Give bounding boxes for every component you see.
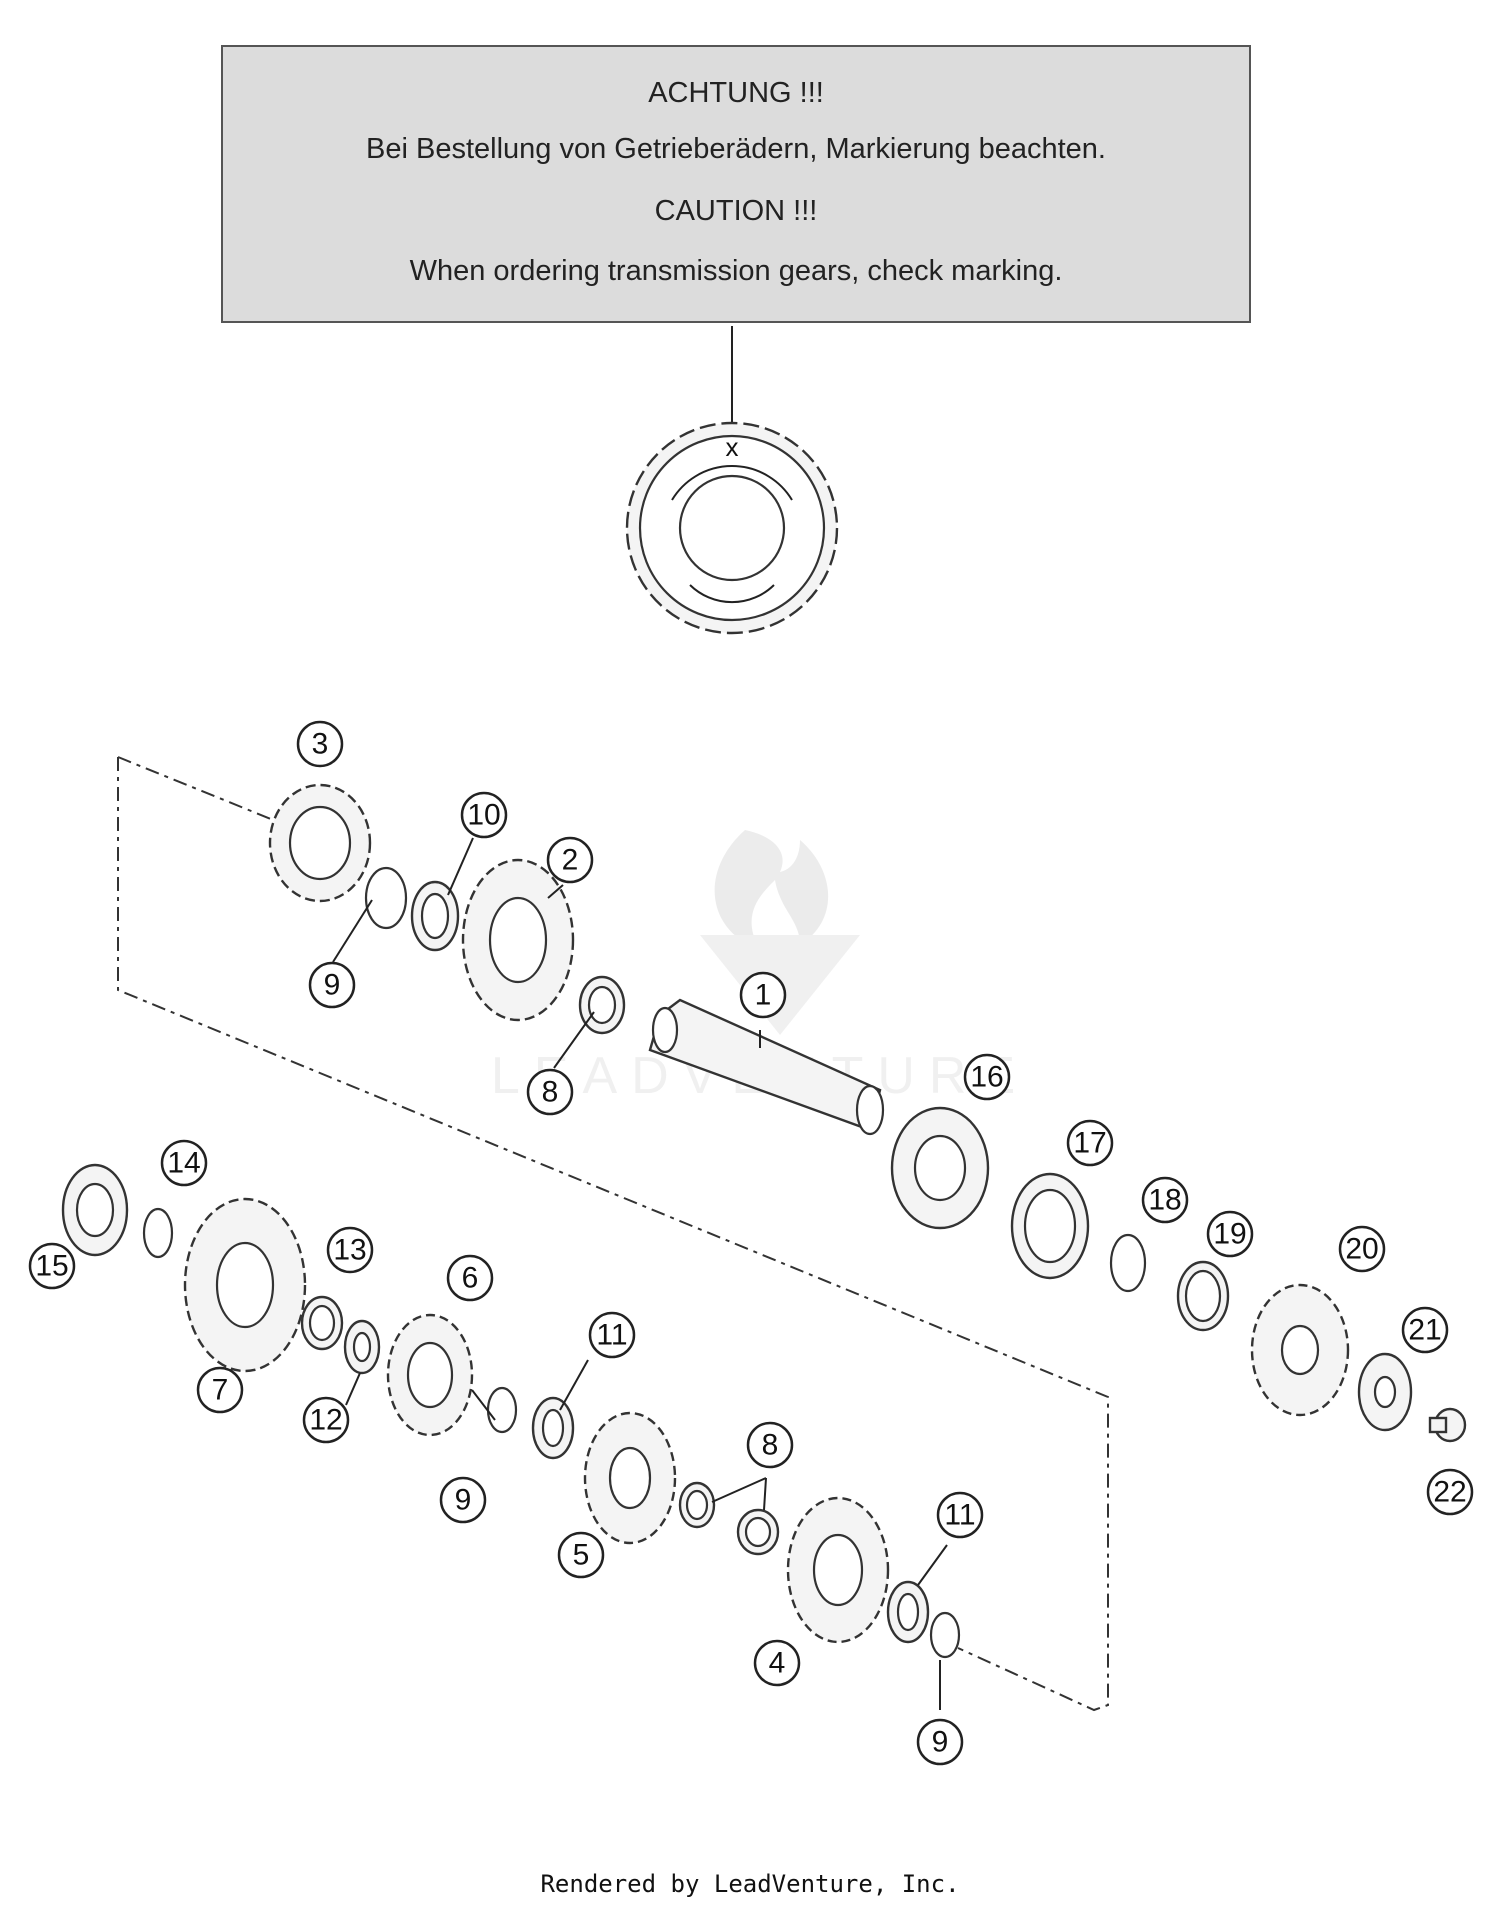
circlip-9-middle [486, 1386, 518, 1434]
callout-11-left: 11 [588, 1311, 636, 1359]
washer-14 [142, 1207, 174, 1259]
callout-9-bottom: 9 [916, 1718, 964, 1766]
washer-11-left [531, 1396, 575, 1460]
bushing-8-top [578, 975, 626, 1035]
callout-2: 2 [546, 836, 594, 884]
seal-17 [1010, 1172, 1090, 1280]
callout-3: 3 [296, 720, 344, 768]
bearing-16 [890, 1106, 990, 1230]
callout-20: 20 [1338, 1225, 1386, 1273]
bolt-22 [1428, 1407, 1467, 1443]
callout-21: 21 [1401, 1306, 1449, 1354]
svg-text:10: 10 [467, 799, 500, 832]
svg-text:4: 4 [769, 1647, 786, 1680]
bearing-15 [61, 1163, 129, 1257]
gear-3 [268, 783, 372, 903]
callout-6: 6 [446, 1254, 494, 1302]
callout-17: 17 [1066, 1119, 1114, 1167]
svg-text:17: 17 [1073, 1127, 1106, 1160]
callout-12: 12 [302, 1396, 350, 1444]
gear-4 [786, 1496, 890, 1644]
assembly-outline [117, 757, 1109, 1712]
gear-5 [583, 1411, 677, 1545]
gear-7 [183, 1197, 307, 1373]
svg-text:11: 11 [944, 1499, 975, 1532]
gear-marking: x [726, 432, 739, 462]
svg-text:8: 8 [542, 1076, 559, 1109]
callout-19: 19 [1206, 1210, 1254, 1258]
callout-22: 22 [1426, 1468, 1474, 1516]
svg-text:19: 19 [1213, 1218, 1246, 1251]
svg-text:9: 9 [455, 1484, 472, 1517]
callout-11-right: 11 [936, 1491, 984, 1539]
svg-text:2: 2 [562, 844, 579, 877]
washer-21 [1357, 1352, 1413, 1432]
circlip-9-top [364, 866, 408, 930]
washer-12 [343, 1319, 381, 1375]
svg-text:3: 3 [312, 728, 329, 761]
gear-2 [461, 858, 575, 1022]
callout-8-top: 8 [526, 1068, 574, 1116]
callout-7: 7 [196, 1366, 244, 1414]
callout-10: 10 [460, 791, 508, 839]
notice-german-text: Bei Bestellung von Getrieberädern, Marki… [366, 133, 1106, 165]
svg-text:22: 22 [1433, 1476, 1466, 1509]
svg-text:9: 9 [324, 969, 341, 1002]
bushing-13 [300, 1295, 344, 1351]
svg-text:6: 6 [462, 1262, 479, 1295]
svg-text:15: 15 [35, 1250, 68, 1283]
shaft-1 [648, 998, 885, 1136]
notice-english-text: When ordering transmission gears, check … [409, 255, 1063, 287]
callout-13: 13 [326, 1226, 374, 1274]
gear-6 [386, 1313, 474, 1437]
notice-english-title: CAUTION !!! [654, 195, 818, 227]
callout-4: 4 [753, 1639, 801, 1687]
leader-lines [332, 837, 948, 1710]
spacer-19 [1176, 1260, 1230, 1332]
svg-text:1: 1 [755, 979, 772, 1012]
marking-detail-gear: x [625, 421, 839, 635]
bushing-8-left [678, 1481, 716, 1529]
svg-text:8: 8 [762, 1429, 779, 1462]
svg-text:18: 18 [1148, 1184, 1181, 1217]
callout-14: 14 [160, 1139, 208, 1187]
callout-1: 1 [739, 971, 787, 1019]
callout-18: 18 [1141, 1176, 1189, 1224]
svg-text:12: 12 [309, 1404, 342, 1437]
caution-notice: ACHTUNG !!! Bei Bestellung von Getrieber… [221, 45, 1251, 323]
svg-text:14: 14 [167, 1147, 200, 1180]
callout-9-middle: 9 [439, 1476, 487, 1524]
svg-text:7: 7 [212, 1374, 229, 1407]
svg-text:11: 11 [596, 1319, 627, 1352]
circlip-9-bottom [929, 1611, 961, 1659]
callout-16: 16 [963, 1053, 1011, 1101]
washer-11-right [886, 1580, 930, 1644]
callout-8-bottom: 8 [746, 1421, 794, 1469]
callout-5: 5 [557, 1531, 605, 1579]
notice-german-title: ACHTUNG !!! [648, 77, 824, 109]
svg-text:21: 21 [1408, 1314, 1441, 1347]
footer-credit: Rendered by LeadVenture, Inc. [540, 1870, 960, 1898]
sprocket-20 [1250, 1283, 1350, 1417]
ring-18 [1109, 1233, 1147, 1293]
svg-text:5: 5 [573, 1539, 590, 1572]
washer-10 [410, 880, 460, 952]
bushing-8-right [736, 1508, 780, 1556]
callout-15: 15 [28, 1242, 76, 1290]
callout-9-top: 9 [308, 961, 356, 1009]
svg-text:9: 9 [932, 1726, 949, 1759]
svg-text:13: 13 [333, 1234, 366, 1267]
svg-text:20: 20 [1345, 1233, 1378, 1266]
svg-text:16: 16 [970, 1061, 1003, 1094]
